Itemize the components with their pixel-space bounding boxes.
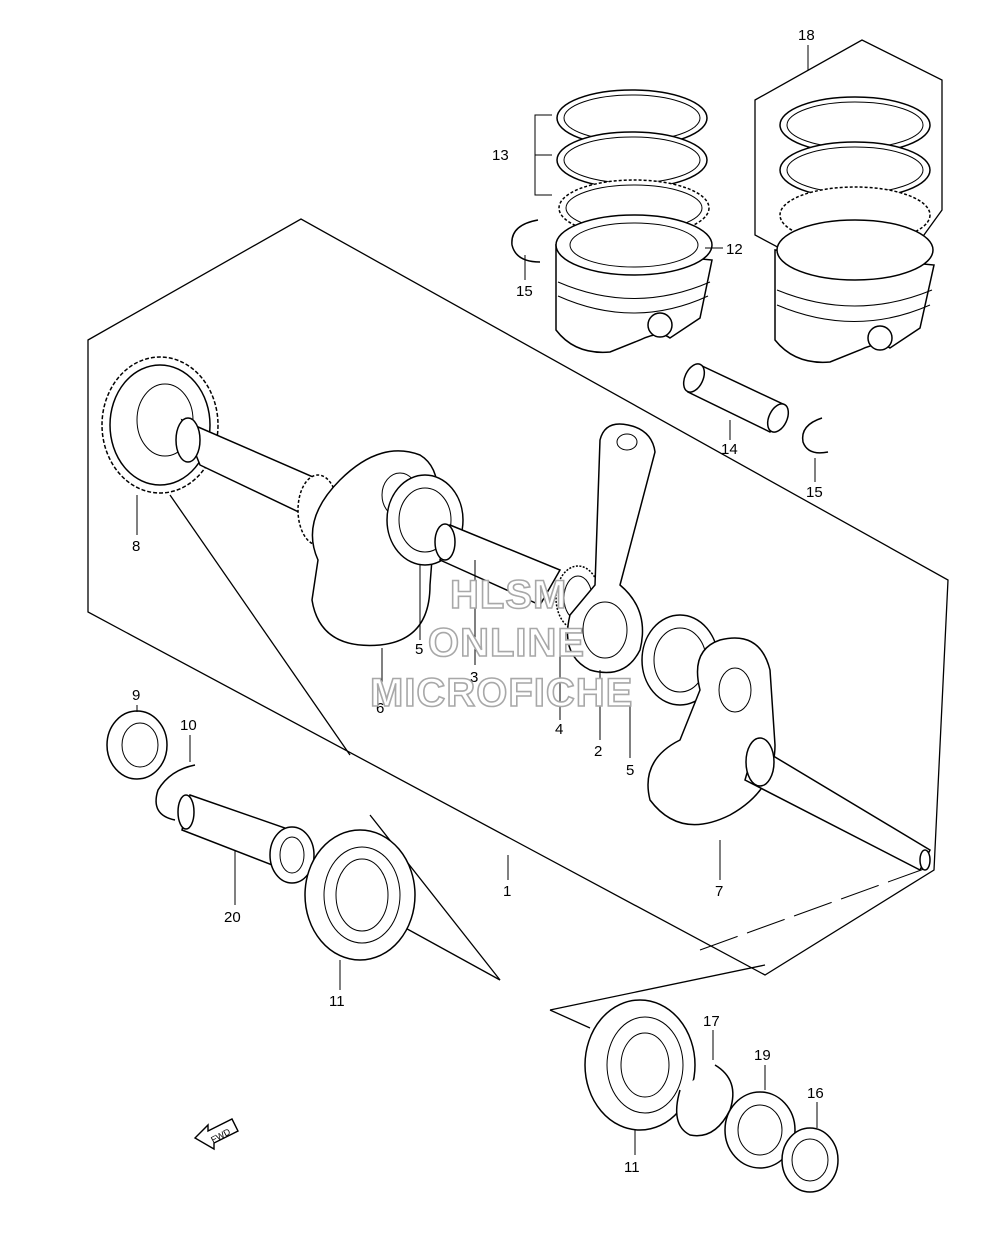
callout-14: 14: [721, 441, 738, 458]
callout-10: 10: [180, 717, 197, 734]
callout-19: 19: [754, 1047, 771, 1064]
piston-rings: [556, 89, 710, 237]
callout-2: 2: [594, 743, 602, 760]
callout-15-left: 15: [516, 283, 533, 300]
callout-7: 7: [715, 883, 723, 900]
watermark-line-3: MICROFICHE: [370, 671, 633, 715]
circlip-left: [155, 764, 196, 821]
leader-frame-mid-b: [399, 924, 501, 981]
watermark: HLSM ONLINE MICROFICHE: [369, 572, 633, 716]
main-bearing-left: [304, 829, 416, 961]
callout-5-left: 5: [415, 641, 423, 658]
connecting-rod: [566, 423, 656, 674]
right-crank-shaft: [744, 737, 931, 872]
leader-frame-left: [169, 494, 351, 756]
dash-centerline: [699, 864, 936, 951]
spare-piston-set: [774, 96, 935, 364]
callout-15-right: 15: [806, 484, 823, 501]
callout-1: 1: [503, 883, 511, 900]
piston: [555, 214, 713, 354]
callout-9: 9: [132, 687, 140, 704]
callout-16: 16: [807, 1085, 824, 1102]
callout-leaders: [136, 45, 818, 1155]
callout-11-left: 11: [329, 993, 345, 1010]
piston-pin-clip-left: [511, 219, 541, 263]
piston-set-frame: [754, 39, 943, 301]
callout-13: 13: [492, 147, 509, 164]
fwd-arrow-icon: FWD: [193, 1118, 239, 1151]
leader-frame-right-b: [549, 1009, 591, 1029]
callout-8: 8: [132, 538, 140, 555]
piston-pin: [682, 363, 790, 433]
leader-frame-right: [549, 964, 766, 1011]
callout-3: 3: [470, 669, 478, 686]
callout-4: 4: [555, 721, 563, 738]
circlip-right: [675, 1064, 734, 1137]
watermark-line-2: ONLINE: [428, 621, 585, 665]
crankshaft-assembly-frame: [87, 218, 949, 976]
callout-5-right: 5: [626, 762, 634, 779]
shaft-sleeve: [177, 794, 315, 884]
crank-gear: [101, 356, 219, 494]
callout-18: 18: [798, 27, 815, 44]
callout-11-right: 11: [624, 1159, 640, 1176]
watermark-line-1: HLSM: [450, 573, 567, 617]
callout-20: 20: [224, 909, 241, 926]
crank-pin: [434, 523, 562, 606]
callout-6: 6: [376, 700, 384, 717]
small-bearing-left: [106, 710, 168, 780]
oil-seal: [781, 1127, 839, 1193]
callout-17: 17: [703, 1013, 720, 1030]
main-bearing-right: [584, 999, 696, 1131]
callout-12: 12: [726, 241, 743, 258]
piston-pin-clip-right: [801, 417, 829, 454]
small-bearing-right: [724, 1091, 796, 1169]
